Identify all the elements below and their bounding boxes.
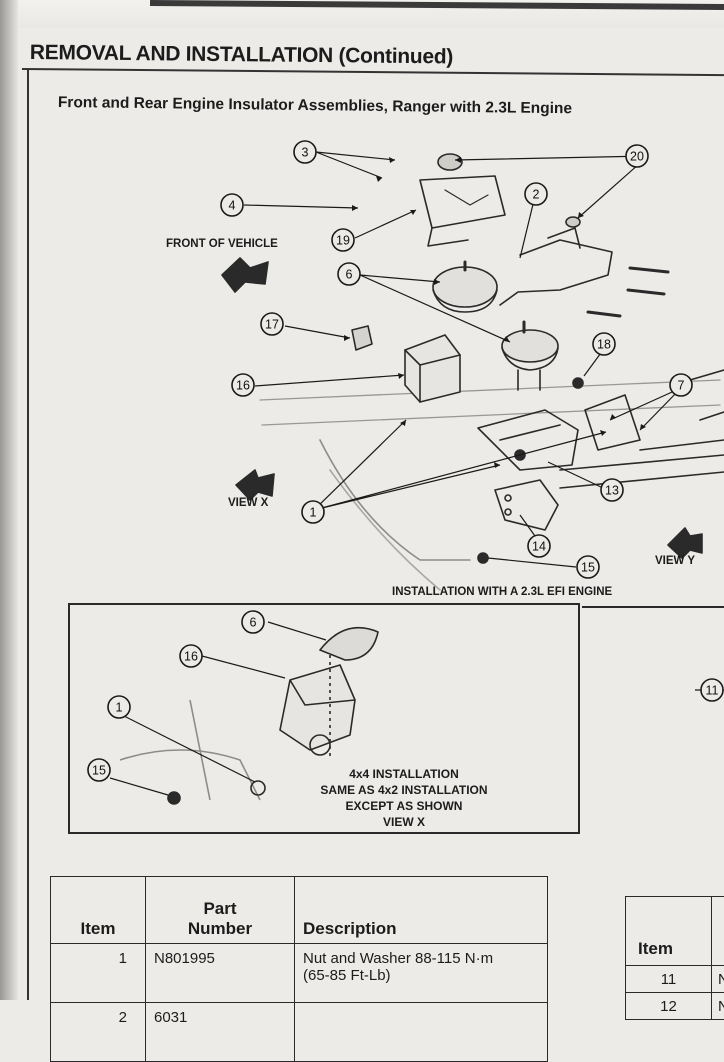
inset-caption-line: SAME AS 4x2 INSTALLATION xyxy=(284,782,524,798)
inset-callout-number-16: 16 xyxy=(184,650,198,664)
cell-item: 1 xyxy=(51,944,146,1003)
header-item: Item xyxy=(51,877,146,944)
inset-caption-line: 4x4 INSTALLATION xyxy=(284,766,524,782)
cell-item: 12 xyxy=(626,993,712,1020)
parts-table-header: Item Part Number Description xyxy=(51,877,548,944)
cell-item: 11 xyxy=(626,966,712,993)
table-row: 11 N xyxy=(626,966,724,993)
header-part-line2: Number xyxy=(146,919,294,939)
inset-caption: 4x4 INSTALLATION SAME AS 4x2 INSTALLATIO… xyxy=(284,766,524,830)
desc-line: (65-85 Ft-Lb) xyxy=(303,967,539,984)
table-row: 1 N801995 Nut and Washer 88-115 N·m (65-… xyxy=(51,944,548,1003)
header-part-number: Part Number xyxy=(146,877,295,944)
parts-table-right: Item 11 N 12 N xyxy=(625,896,724,1020)
inset-callout-number-15: 15 xyxy=(92,764,106,778)
cell-part: N801995 xyxy=(146,944,295,1003)
desc-line: Nut and Washer 88-115 N·m xyxy=(303,950,539,967)
table-row: 2 6031 xyxy=(51,1003,548,1062)
inset-callout-number-1: 1 xyxy=(116,701,123,715)
inset-callout-number-6: 6 xyxy=(250,616,257,630)
inset-caption-line: VIEW X xyxy=(284,814,524,830)
cell-item: 2 xyxy=(51,1003,146,1062)
cell-part: 6031 xyxy=(146,1003,295,1062)
cell-description: Nut and Washer 88-115 N·m (65-85 Ft-Lb) xyxy=(295,944,548,1003)
header-description: Description xyxy=(295,877,548,944)
right-header-item: Item xyxy=(626,897,712,966)
header-part-line1: Part xyxy=(146,899,294,919)
cell-part: N xyxy=(712,966,724,993)
cell-description xyxy=(295,1003,548,1062)
inset-callout-number-11: 11 xyxy=(706,684,719,698)
table-row: 12 N xyxy=(626,993,724,1020)
cell-part: N xyxy=(712,993,724,1020)
right-header-part xyxy=(712,897,724,966)
parts-table: Item Part Number Description 1 N801995 N… xyxy=(50,876,548,1062)
inset-caption-line: EXCEPT AS SHOWN xyxy=(284,798,524,814)
